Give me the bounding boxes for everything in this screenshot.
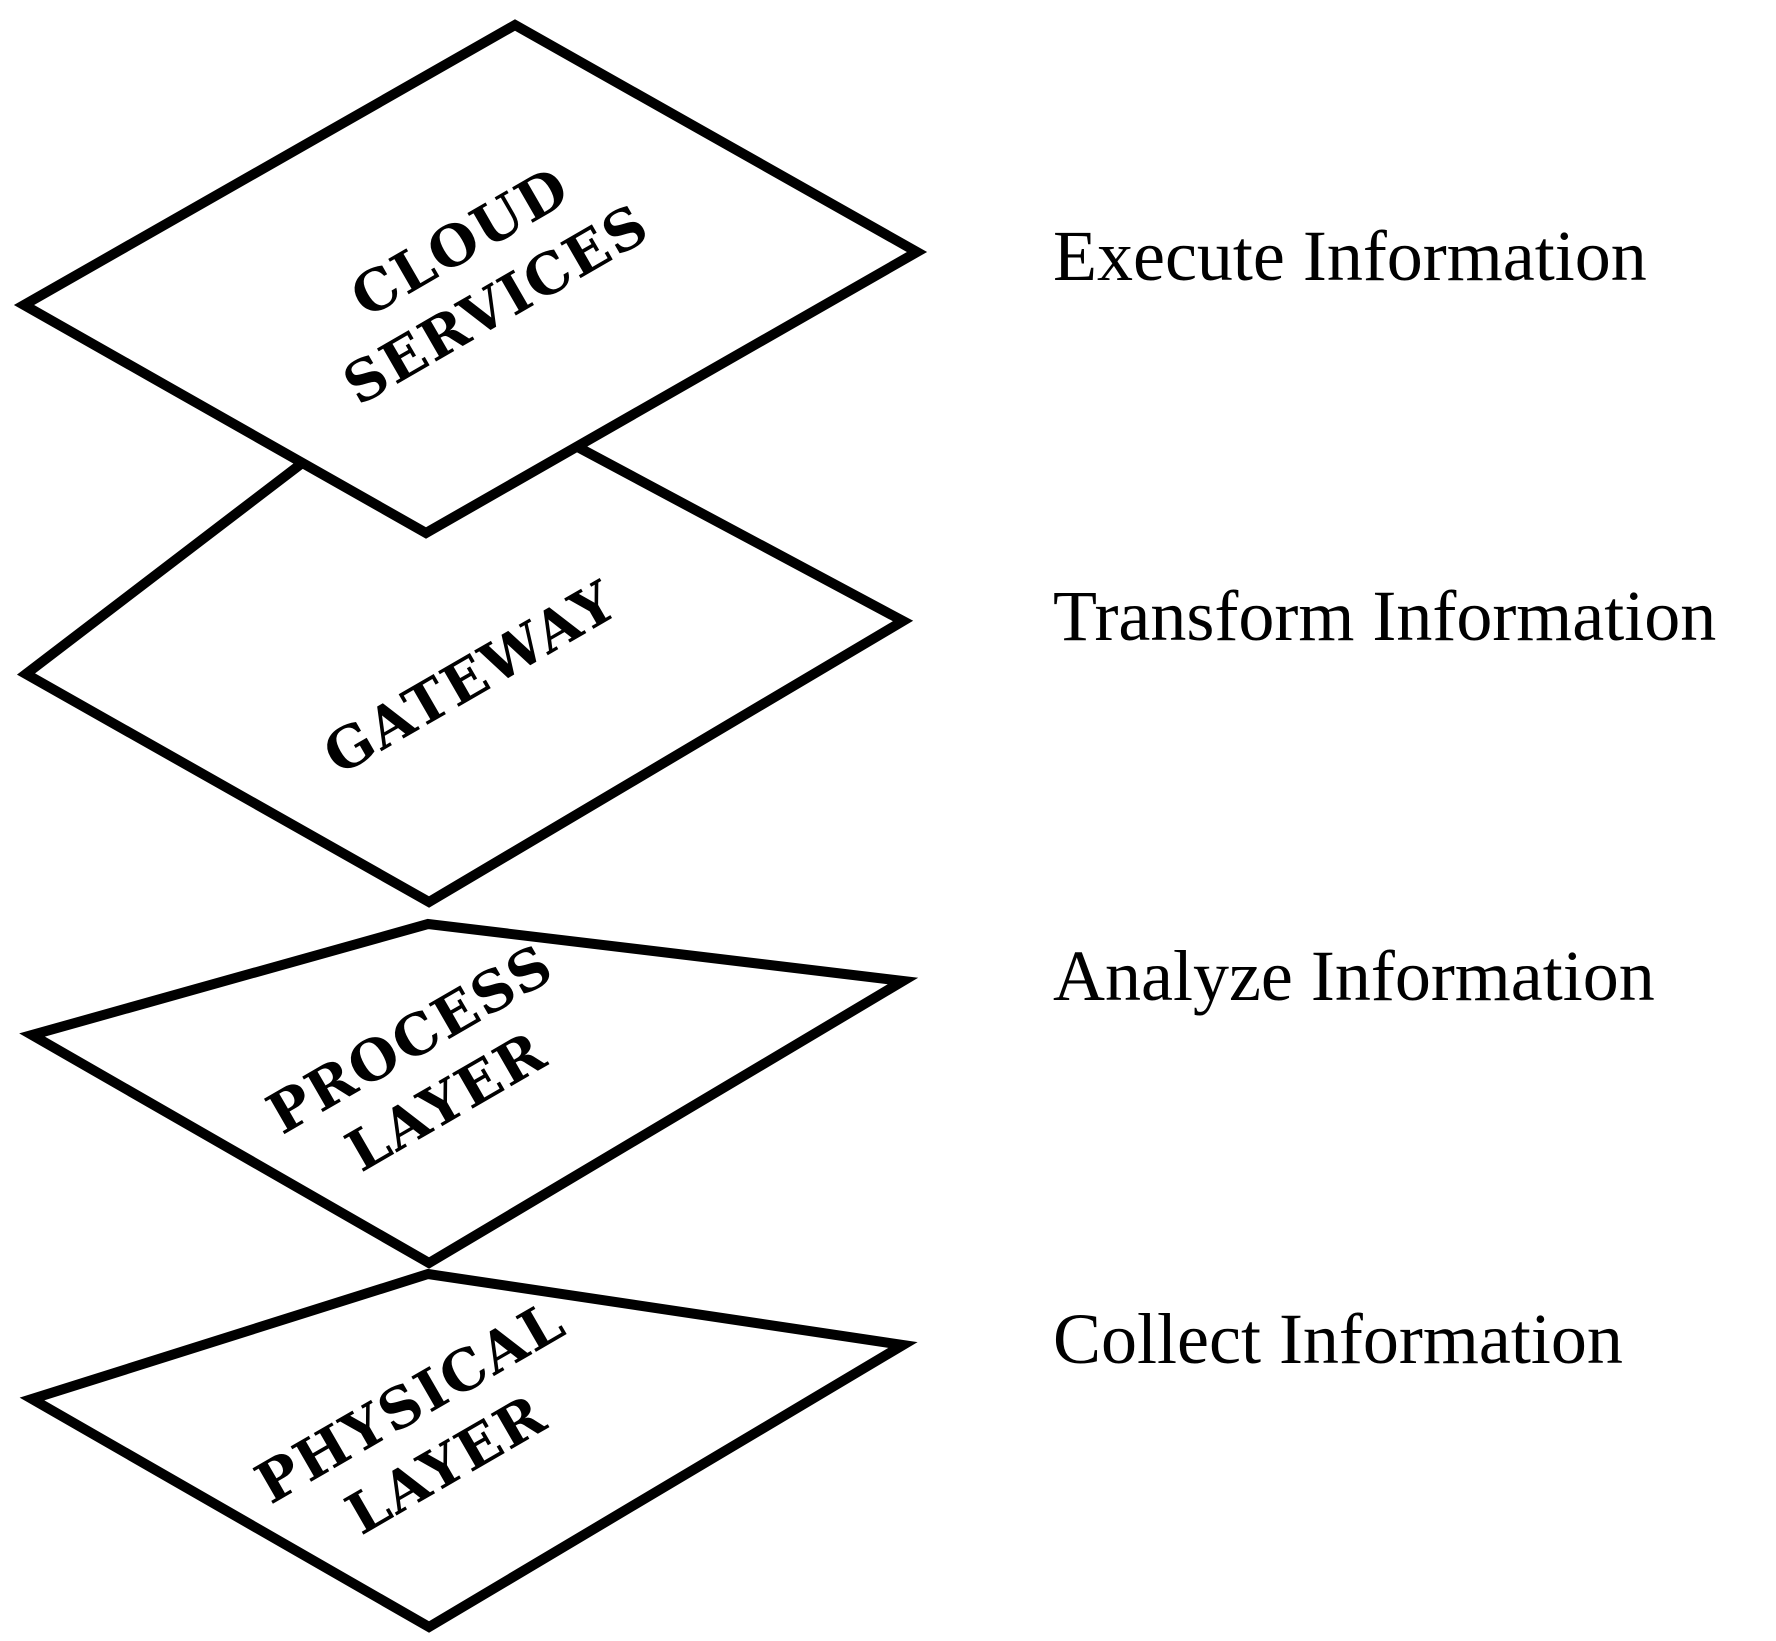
layer-gateway-shape [16,361,914,908]
layer-cloud: CLOUD SERVICES [13,19,928,539]
layer-physical-description: Collect Information [1053,1299,1623,1379]
layer-process-description: Analyze Information [1053,936,1655,1016]
layer-cloud-shape [13,19,928,539]
layer-process: PROCESS LAYER [19,918,919,1269]
layer-process-shape [19,918,919,1269]
layer-physical-shape [19,1268,918,1633]
layer-cloud-description: Execute Information [1053,216,1647,296]
layer-gateway-description: Transform Information [1053,576,1716,656]
layer-gateway: GATEWAY [16,361,914,908]
layer-physical: PHYSICAL LAYER [19,1268,918,1633]
